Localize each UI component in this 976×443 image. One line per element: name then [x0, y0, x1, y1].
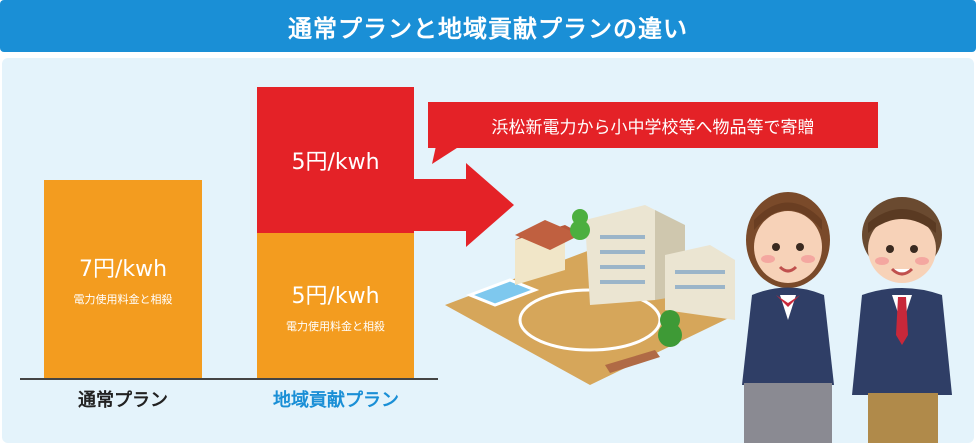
region-plan-offset-price: 5円/kwh — [291, 283, 380, 309]
normal-plan-price: 7円/kwh — [78, 257, 168, 282]
donation-callout: 浜松新電力から小中学校等へ物品等で寄贈 — [428, 102, 878, 148]
normal-plan-bar: 7円/kwh 電力使用料金と相殺 — [44, 180, 202, 378]
school-building-icon — [445, 205, 735, 385]
region-plan-donation-bar: 5円/kwh — [257, 87, 414, 233]
region-plan-offset-bar: 5円/kwh 電力使用料金と相殺 — [257, 233, 414, 378]
callout-tail-icon — [432, 146, 460, 164]
region-plan-donation-price: 5円/kwh — [291, 150, 380, 175]
students-icon — [742, 192, 952, 443]
region-plan-label: 地域貢献プラン — [273, 390, 399, 411]
donation-callout-text: 浜松新電力から小中学校等へ物品等で寄贈 — [491, 117, 815, 138]
page-title: 通常プランと地域貢献プランの違い — [288, 14, 688, 43]
normal-plan-note: 電力使用料金と相殺 — [73, 293, 173, 306]
header-banner: 通常プランと地域貢献プランの違い — [0, 0, 976, 52]
region-plan-offset-note: 電力使用料金と相殺 — [286, 319, 385, 333]
normal-plan-label: 通常プラン — [78, 390, 168, 411]
baseline — [20, 378, 438, 380]
right-arrow-icon — [414, 163, 514, 247]
